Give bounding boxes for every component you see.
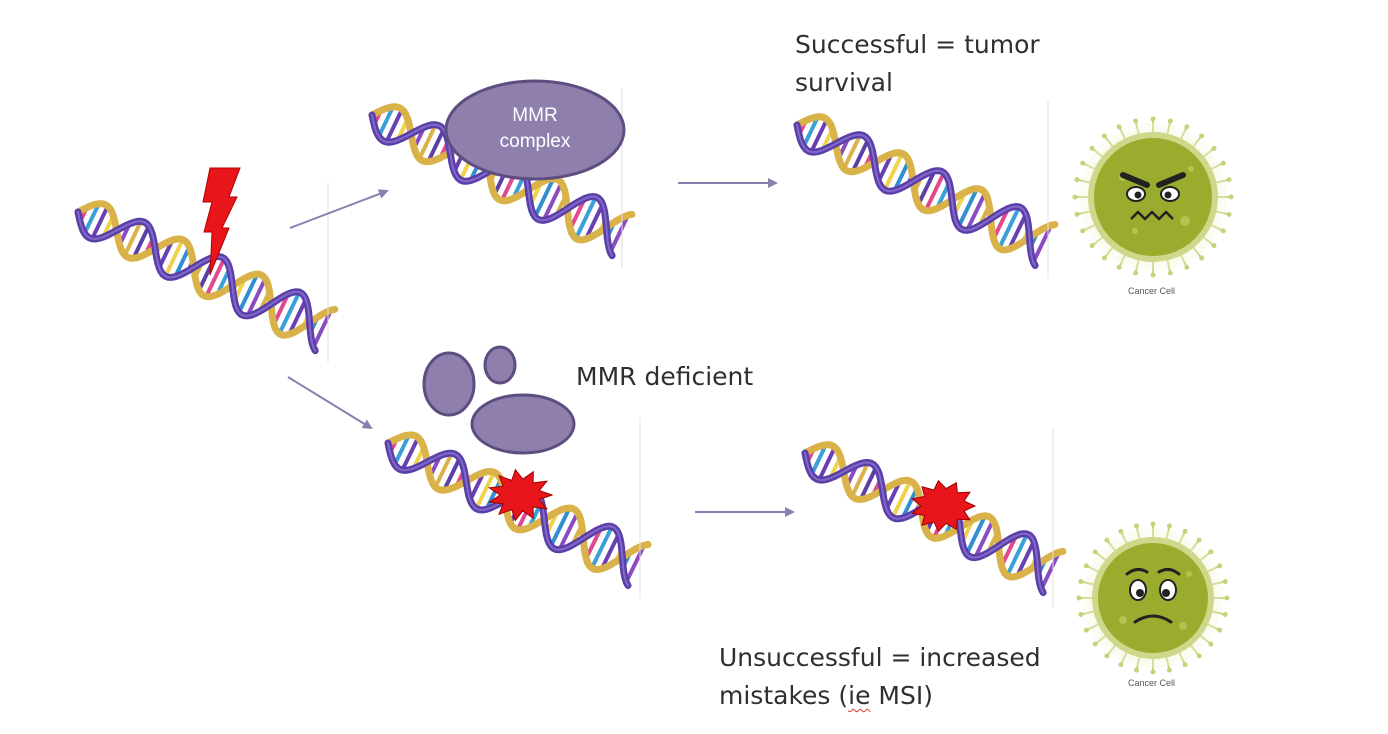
mmr-complex-label-line1: MMR [512,105,558,126]
cancer-cell-caption-top: Cancer Cell [1128,286,1176,296]
unsuccessful-label-line2-c: MSI) [870,681,933,710]
mmr-complex-label-line2: complex [499,131,571,152]
unsuccessful-label-line1: Unsuccessful = increased [719,643,1041,672]
arrow-to-mmr-deficient [287,376,373,430]
mmr-protein-fragment [470,393,576,455]
unsuccessful-label: Unsuccessful = increased mistakes (ie MS… [719,639,1041,715]
mmr-protein-fragment [483,345,517,385]
mmr-protein-fragment [422,351,476,417]
dna-helix-icon [74,200,339,355]
successful-label-line1: Successful = tumor [795,30,1040,59]
cancer-cell-angry-icon [1072,116,1234,278]
damage-burst-icon [487,468,554,522]
lightning-bolt-icon [202,167,241,276]
dna-helix-icon [793,113,1059,269]
mmr-complex-label: MMR complex [445,103,625,155]
unsuccessful-label-line2-a: mistakes ( [719,681,849,710]
damage-burst-icon [911,479,977,533]
unsuccessful-label-line2-ie: ie [848,681,871,710]
mmr-complex-shape [444,79,626,181]
successful-label-line2: survival [795,68,893,97]
unsuccessful-label-line2: mistakes (ie MSI) [719,677,1041,715]
successful-label: Successful = tumor survival [795,26,1040,102]
cancer-cell-caption-bottom: Cancer Cell [1128,678,1176,688]
arrow-to-mmr-complex [289,189,389,229]
cancer-cell-worried-icon [1076,521,1230,675]
mmr-deficient-label: MMR deficient [576,362,754,391]
